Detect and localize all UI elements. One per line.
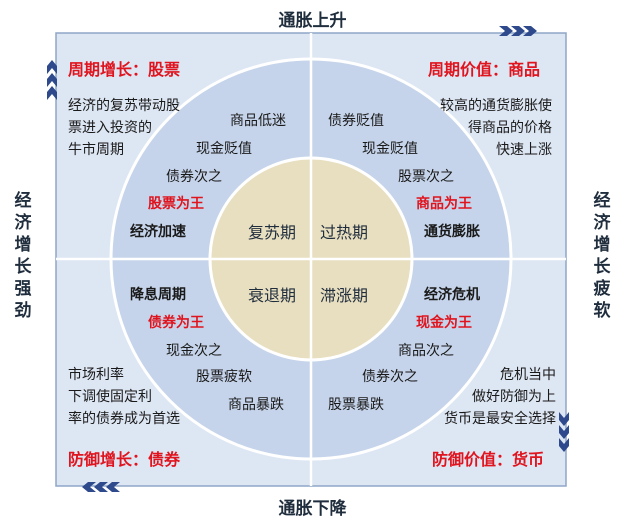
desc-line: 率的债券成为首选: [68, 411, 180, 427]
ring-label: 债券次之: [362, 369, 418, 385]
axis-label-right: 经济增长疲软: [593, 191, 611, 321]
desc-line: 市场利率: [68, 367, 124, 383]
quadrant-title-top-left: 周期增长：股票: [68, 60, 181, 79]
chevron-down-icon: [559, 412, 569, 452]
desc-line: 牛市周期: [68, 142, 124, 158]
quadrant-desc-bottom-right: 危机当中 做好防御为上 货币是最安全选择: [436, 364, 556, 430]
axis-label-bottom: 通胀下降: [278, 499, 347, 519]
ring-label-highlight: 现金为王: [416, 315, 472, 331]
ring-label: 现金贬值: [362, 141, 418, 157]
ring-label: 股票疲软: [196, 369, 252, 385]
axis-label-left: 经济增长强劲: [14, 191, 32, 321]
ring-label: 股票暴跌: [328, 397, 384, 413]
ring-label: 商品低迷: [230, 113, 286, 129]
desc-line: 货币是最安全选择: [444, 411, 556, 427]
desc-line: 快速上涨: [496, 142, 552, 158]
desc-line: 危机当中: [500, 367, 556, 383]
axis-label-top: 通胀上升: [278, 11, 347, 31]
quadrant-title-bottom-right: 防御价值：货币: [432, 450, 545, 469]
quadrant-title-top-right: 周期价值：商品: [428, 60, 541, 79]
phase-label-recovery: 复苏期: [248, 223, 297, 242]
ring-label-phase: 经济危机: [424, 287, 480, 303]
phase-label-stagflation: 滞涨期: [320, 286, 369, 305]
ring-label-highlight: 股票为王: [148, 196, 204, 212]
desc-line: 下调使固定利: [68, 389, 152, 405]
chevron-up-icon: [47, 60, 57, 100]
ring-label: 现金贬值: [196, 141, 252, 157]
ring-label: 商品次之: [398, 343, 454, 359]
chevron-left-icon: [82, 482, 120, 492]
ring-label-phase: 通货膨胀: [424, 224, 480, 240]
desc-line: 做好防御为上: [472, 389, 556, 405]
ring-label-phase: 经济加速: [130, 224, 186, 240]
ring-label-highlight: 商品为王: [416, 196, 472, 212]
quadrant-desc-top-left: 经济的复苏带动股 票进入投资的 牛市周期: [68, 95, 180, 161]
ring-label: 债券次之: [166, 169, 222, 185]
desc-line: 经济的复苏带动股: [68, 98, 180, 114]
phase-label-recession: 衰退期: [248, 286, 297, 305]
ring-label-phase: 降息周期: [130, 287, 186, 303]
chevron-right-icon: [499, 26, 537, 36]
ring-label: 债券贬值: [328, 113, 384, 129]
phase-label-overheat: 过热期: [320, 223, 369, 242]
quadrant-desc-top-right: 较高的通货膨胀使 得商品的价格 快速上涨: [426, 95, 552, 161]
ring-label-highlight: 债券为王: [148, 315, 204, 331]
desc-line: 票进入投资的: [68, 120, 152, 136]
desc-line: 较高的通货膨胀使: [440, 98, 552, 114]
ring-label: 商品暴跌: [228, 397, 284, 413]
quadrant-title-bottom-left: 防御增长：债券: [68, 450, 181, 469]
ring-label: 现金次之: [166, 343, 222, 359]
ring-label: 股票次之: [398, 169, 454, 185]
desc-line: 得商品的价格: [468, 120, 552, 136]
quadrant-desc-bottom-left: 市场利率 下调使固定利 率的债券成为首选: [68, 364, 180, 430]
